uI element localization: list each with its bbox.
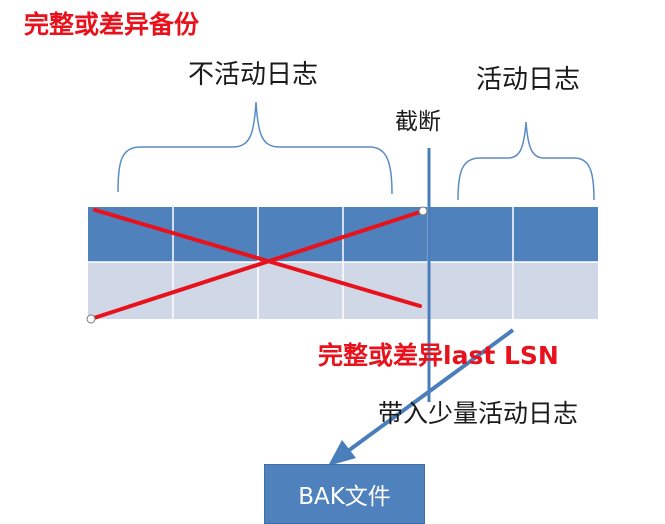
last-lsn-label: 完整或差异last LSN (318, 341, 559, 370)
red-cross (92, 208, 422, 320)
bring-active-log-label: 带入少量活动日志 (378, 399, 579, 428)
cross-handle (418, 206, 428, 216)
active-log-label: 活动日志 (476, 65, 581, 95)
truncate-label: 截断 (395, 109, 441, 135)
bak-file-label: BAK文件 (298, 484, 391, 510)
inactive-log-brace (117, 101, 393, 195)
arrow-head (328, 440, 356, 466)
active-log-brace (457, 121, 595, 201)
inactive-log-label: 不活动日志 (188, 60, 319, 90)
cross-handle (86, 314, 96, 324)
diagram-title: 完整或差异备份 (24, 10, 200, 39)
bak-file-box: BAK文件 (264, 464, 425, 524)
arrow-to-bak (346, 328, 515, 453)
log-grid (88, 207, 598, 319)
